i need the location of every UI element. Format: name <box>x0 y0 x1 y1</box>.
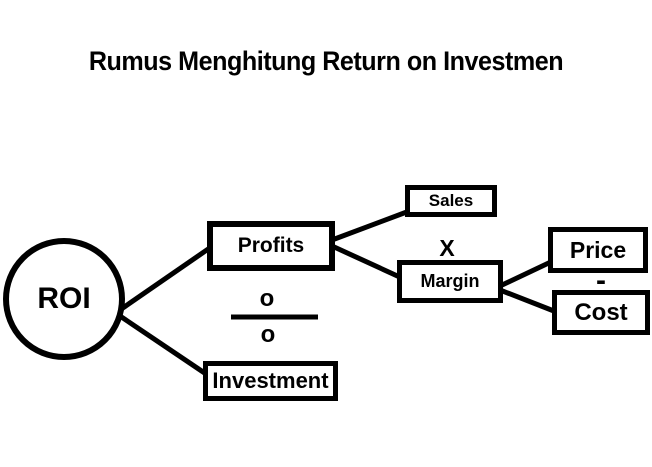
connector-roi-profits <box>115 242 216 315</box>
connector-roi-investment <box>115 311 214 381</box>
minus-operator: - <box>596 264 606 297</box>
node-profits-label: Profits <box>237 234 305 257</box>
node-margin: Margin <box>397 260 503 303</box>
multiply-operator: X <box>439 235 455 261</box>
node-sales-label: Sales <box>428 191 474 210</box>
node-roi: ROI <box>3 238 125 360</box>
connector-margin-price <box>498 257 557 289</box>
fraction-numerator: o <box>259 285 275 312</box>
node-sales: Sales <box>405 185 497 217</box>
connector-margin-cost <box>499 287 560 316</box>
fraction-denominator: o <box>260 321 276 348</box>
node-investment-label: Investment <box>212 368 329 393</box>
node-roi-label: ROI <box>37 282 91 315</box>
node-price-label: Price <box>569 236 627 263</box>
node-margin-label: Margin <box>420 271 480 291</box>
node-cost-label: Cost <box>574 298 628 326</box>
connector-profits-margin <box>330 243 406 282</box>
node-cost: Cost <box>552 290 650 335</box>
diagram-title: Rumus Menghitung Return on Investmen <box>88 46 564 76</box>
node-profits: Profits <box>207 221 335 271</box>
node-price: Price <box>548 227 648 273</box>
connector-profits-sales <box>331 207 413 243</box>
node-investment: Investment <box>203 361 338 401</box>
